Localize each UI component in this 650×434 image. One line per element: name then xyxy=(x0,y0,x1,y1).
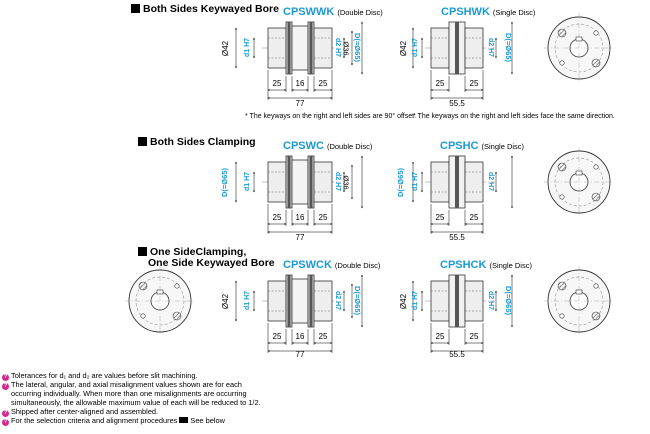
dim-77: 77 xyxy=(295,99,305,108)
dim-25-right: 25 xyxy=(469,213,479,222)
code-cpshwk: CPSHWK(Single Disc) xyxy=(441,6,536,18)
dim-25-left: 25 xyxy=(272,213,282,222)
dim-d1h7: d1 H7 xyxy=(244,290,252,311)
single-disc-coupling-drawing xyxy=(412,21,513,100)
dim-d42: Ø42 xyxy=(221,40,231,57)
footnote-tolerance: ?Tolerances for d₁ and d₂ are values bef… xyxy=(2,371,198,381)
footnote-misalignment-2: occurring individually. When more than o… xyxy=(11,389,247,398)
dim-D65: D(=Ø65) xyxy=(352,286,362,315)
dim-d1h7: d1 H7 xyxy=(244,37,252,58)
footnote-misalignment-3: simultaneously, the allowable maximum va… xyxy=(11,398,261,407)
dim-25-left: 25 xyxy=(272,79,282,88)
note-single-keyway: * The keyways on the right and left side… xyxy=(413,113,615,120)
double-disc-coupling-drawing xyxy=(235,21,363,100)
dim-25-left: 25 xyxy=(435,213,445,222)
dim-d1h7: d1 H7 xyxy=(412,37,420,58)
dim-D65: D(=Ø65) xyxy=(219,168,229,197)
dim-D65: D(=Ø65) xyxy=(352,33,362,62)
note-double-keyway: * The keyways on the right and left side… xyxy=(245,113,417,120)
coupling-end-view xyxy=(544,13,614,83)
dim-77: 77 xyxy=(295,233,305,242)
dim-25-left: 25 xyxy=(435,332,445,341)
dim-d36: Ø36 xyxy=(341,175,351,190)
dim-25-right: 25 xyxy=(318,332,328,341)
dim-D65: D(=Ø65) xyxy=(503,286,513,315)
see-below-link[interactable]: See below xyxy=(190,416,225,425)
code-cpshc: CPSHC(Single Disc) xyxy=(440,140,525,152)
dim-d42: Ø42 xyxy=(221,293,231,310)
dim-d42: Ø42 xyxy=(399,40,409,57)
see-arrow-icon xyxy=(179,417,189,423)
dim-77: 77 xyxy=(295,350,305,359)
section-title-mixed-line2: One Side Keywayed Bore xyxy=(148,257,275,269)
dim-D65: D(=Ø65) xyxy=(395,168,405,197)
dim-d2h7: d2 H7 xyxy=(334,171,342,192)
section-title-mixed: One SideClamping, xyxy=(138,247,246,258)
code-cpswck: CPSWCK(Double Disc) xyxy=(283,259,381,271)
code-cpswwk: CPSWWK(Double Disc) xyxy=(283,6,383,18)
footnote-shipped: ?Shipped after center-aligned and assemb… xyxy=(2,407,159,417)
code-cpshck: CPSHCK(Single Disc) xyxy=(440,259,532,271)
dim-d1h7: d1 H7 xyxy=(244,171,252,192)
info-icon: ? xyxy=(2,419,9,426)
dim-25-right: 25 xyxy=(318,213,328,222)
footnote-selection: ?For the selection criteria and alignmen… xyxy=(2,416,225,426)
dim-55-5: 55.5 xyxy=(449,233,465,242)
dim-d2h7: d2 H7 xyxy=(487,37,495,58)
dim-55-5: 55.5 xyxy=(449,350,465,359)
dim-16: 16 xyxy=(295,332,305,341)
square-bullet-icon xyxy=(138,137,147,146)
code-cpswc: CPSWC(Double Disc) xyxy=(283,140,373,152)
section-title-keywayed: Both Sides Keywayed Bore xyxy=(131,4,279,15)
footnote-misalignment-1: ?The lateral, angular, and axial misalig… xyxy=(2,380,242,390)
square-bullet-icon xyxy=(138,247,147,256)
section-title-clamping: Both Sides Clamping xyxy=(138,137,256,148)
dim-25-left: 25 xyxy=(435,79,445,88)
square-bullet-icon xyxy=(131,4,140,13)
dim-d36: Ø36 xyxy=(341,41,351,56)
info-icon: ? xyxy=(2,410,9,417)
dim-d2h7: d2 H7 xyxy=(487,171,495,192)
dim-d1h7: d1 H7 xyxy=(412,171,420,192)
dim-d2h7: d2 H7 xyxy=(334,37,342,58)
dim-25-right: 25 xyxy=(469,79,479,88)
dim-25-right: 25 xyxy=(469,332,479,341)
dim-d42: Ø42 xyxy=(399,293,409,310)
dim-d2h7: d2 H7 xyxy=(334,290,342,311)
dim-55-5: 55.5 xyxy=(449,99,465,108)
dim-16: 16 xyxy=(295,213,305,222)
dim-25-left: 25 xyxy=(272,332,282,341)
info-icon: ? xyxy=(2,374,9,381)
dim-25-right: 25 xyxy=(318,79,328,88)
dim-d1h7: d1 H7 xyxy=(412,290,420,311)
dim-d2h7: d2 H7 xyxy=(487,290,495,311)
dim-16: 16 xyxy=(295,79,305,88)
dim-D65: D(=Ø65) xyxy=(503,33,513,62)
info-icon: ? xyxy=(2,383,9,390)
